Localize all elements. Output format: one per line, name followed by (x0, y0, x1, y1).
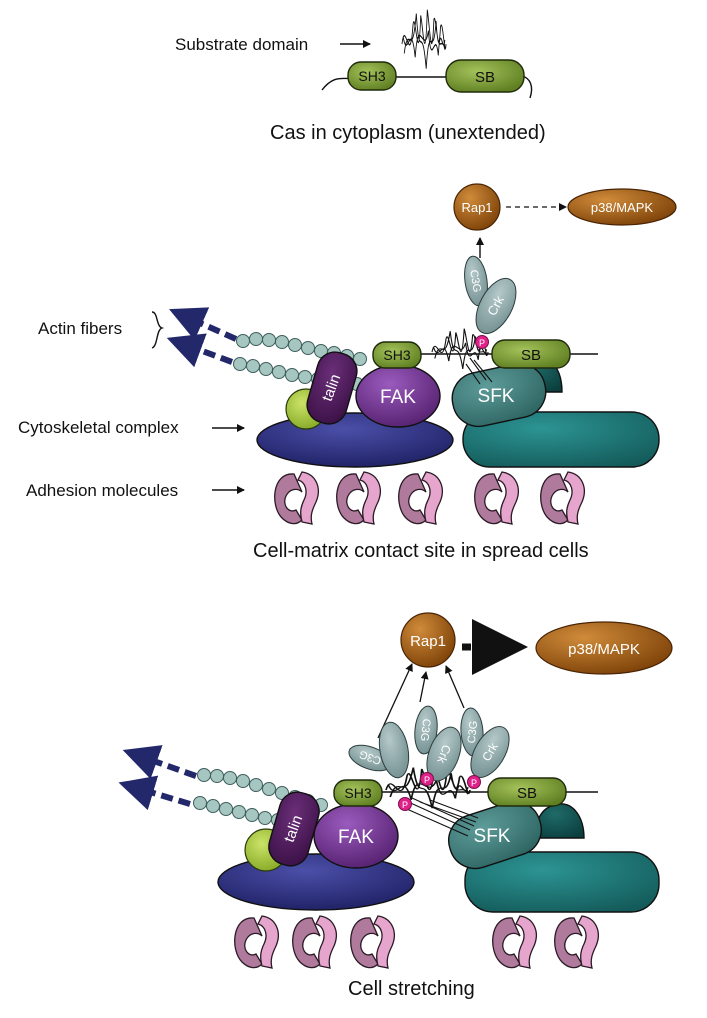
teal-complex (464, 851, 660, 913)
caption-panel3: Cell stretching (348, 978, 475, 1000)
brace-actin (151, 311, 165, 349)
teal-complex (462, 411, 660, 468)
sh3-label: SH3 (344, 785, 371, 801)
caption-panel1: Cas in cytoplasm (unextended) (270, 122, 546, 144)
sfk-protein (448, 800, 542, 870)
c3g-label: C3G (467, 269, 483, 293)
rap1-label: Rap1 (461, 200, 492, 215)
substrate-domain-scribble (431, 328, 489, 370)
sh3-label: SH3 (358, 68, 385, 84)
sfk-label: SFK (474, 826, 511, 847)
phospho-site (475, 335, 489, 349)
phospho-label: P (471, 778, 477, 788)
arrow-c3g-rap1 (445, 665, 465, 709)
sb-domain (491, 339, 571, 369)
sb-label: SB (475, 69, 495, 86)
crk-label: Crk (434, 743, 454, 766)
sh3-domain (347, 61, 397, 91)
label-cytoskeletal-complex: Cytoskeletal complex (18, 418, 179, 437)
panel-cell-stretching: Rap1 p38/MAPK (118, 612, 673, 1000)
label-substrate-domain: Substrate domain (175, 35, 308, 54)
sb-domain (445, 59, 525, 93)
crk-protein (378, 721, 410, 779)
sb-label: SB (521, 347, 541, 364)
phospho-site (467, 775, 481, 789)
phospho-label: P (402, 800, 408, 810)
sh3-domain (372, 341, 422, 369)
phospho-site (398, 797, 412, 811)
actin-arrow-lower (118, 775, 191, 811)
rap1-label: Rap1 (410, 633, 446, 650)
cytoskeletal-complex (217, 853, 415, 911)
adhesion-molecule (336, 471, 381, 525)
rap1-protein (400, 612, 456, 668)
phospho-label: P (424, 775, 430, 785)
adhesion-molecule (274, 471, 319, 525)
sh3-label: SH3 (383, 347, 410, 363)
adhesion-molecule (292, 915, 337, 969)
adhesion-molecule (492, 915, 537, 969)
sfk-label: SFK (478, 386, 515, 407)
sfk-protein (451, 362, 547, 428)
crk-protein (475, 277, 517, 335)
caption-panel2: Cell-matrix contact site in spread cells (253, 540, 589, 562)
sb-domain (487, 777, 567, 807)
actin-arrow-lower (166, 333, 234, 368)
talin-protein (268, 791, 320, 867)
adhesion-molecule (540, 471, 585, 525)
adhesion-molecule (350, 915, 395, 969)
rap1-protein (453, 183, 501, 231)
p38-label: p38/MAPK (568, 641, 640, 658)
fak-label: FAK (380, 387, 416, 408)
c3g-label: C3G (466, 720, 480, 744)
fak-label: FAK (338, 827, 374, 848)
panel-spread-cells: Actin fibers Cytoskeletal complex Adhesi… (18, 183, 677, 562)
adhesion-molecule (398, 471, 443, 525)
phospho-label: P (479, 338, 485, 348)
label-adhesion-molecules: Adhesion molecules (26, 481, 178, 500)
talin-protein (306, 351, 358, 425)
sb-label: SB (517, 785, 537, 802)
actin-arrow-upper (122, 745, 198, 779)
adhesion-molecule (554, 915, 599, 969)
substrate-domain-scribble (401, 9, 447, 70)
dark-teal-protein (535, 803, 585, 839)
adhesion-molecule (474, 471, 519, 525)
c3g-protein (414, 705, 438, 755)
p38-label: p38/MAPK (591, 200, 653, 215)
p38-mapk (535, 621, 673, 675)
phospho-site (420, 772, 434, 786)
sh3-domain (333, 779, 383, 807)
c3g-label: C3G (418, 718, 432, 742)
p38-mapk (567, 188, 677, 226)
label-actin-fibers: Actin fibers (38, 319, 122, 338)
arrow-c3g-rap1 (419, 671, 429, 703)
panel-cas-unextended: Substrate domain SH3 SB Cas in cytoplasm… (175, 9, 546, 144)
adhesion-molecule (234, 915, 279, 969)
actin-arrow-upper (169, 307, 238, 342)
crk-protein (426, 726, 462, 782)
